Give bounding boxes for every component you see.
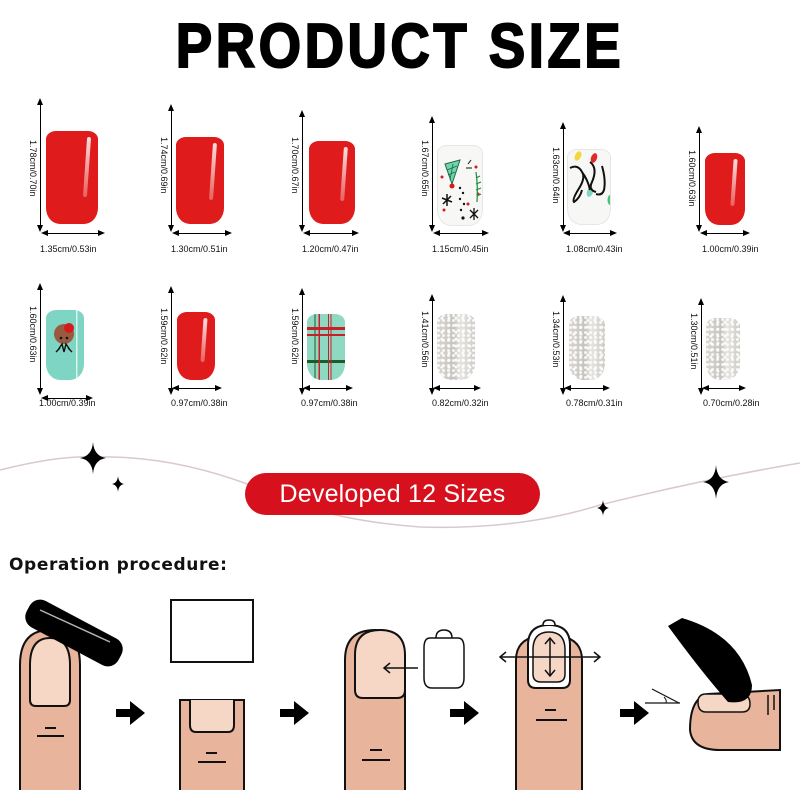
height-label: 1.70cm/0.67in [290,137,300,194]
nail-reindeer [46,310,84,380]
procedure-title: Operation procedure: [9,555,228,575]
height-label: 1.67cm/0.65in [420,140,430,197]
width-label: 1.20cm/0.47in [302,244,359,254]
height-arrow [168,104,174,232]
height-label: 1.59cm/0.62in [159,308,169,365]
width-label: 0.82cm/0.32in [432,398,489,408]
nail-red [177,312,215,380]
height-arrow [37,98,43,232]
sizes-banner: Developed 12 Sizes [245,473,540,515]
width-label: 0.97cm/0.38in [171,398,228,408]
nail-christmas-doodle [437,145,483,226]
arrow-right-icon [280,701,309,725]
height-label: 1.34cm/0.53in [551,311,561,368]
width-label: 1.15cm/0.45in [432,244,489,254]
width-arrow [563,230,617,236]
width-label: 0.97cm/0.38in [301,398,358,408]
width-arrow [433,385,481,391]
size-match-icon [344,628,465,790]
page-title: PRODUCT SIZE [175,11,625,82]
arrow-right-icon [450,701,479,725]
height-arrow [560,295,566,395]
height-label: 1.63cm/0.64in [551,147,561,204]
height-label: 1.60cm/0.63in [28,306,38,363]
width-label: 1.30cm/0.51in [171,244,228,254]
width-arrow [172,385,222,391]
width-label: 1.35cm/0.53in [40,244,97,254]
arrow-right-icon [620,701,649,725]
width-label: 1.08cm/0.43in [566,244,623,254]
nail-buffer-icon [19,599,123,790]
height-label: 1.41cm/0.56in [420,311,430,368]
align-arrows-icon [498,619,602,790]
nail-red [46,131,98,224]
height-label: 1.30cm/0.51in [689,313,699,370]
sparkle-icon [597,500,609,516]
width-arrow [41,395,93,401]
width-label: 1.00cm/0.39in [39,398,96,408]
width-arrow [433,230,489,236]
height-arrow [299,110,305,232]
height-arrow [698,298,704,395]
nail-plaid [307,314,345,380]
alcohol-pad-icon [170,599,254,790]
nail-silver-glitter [569,316,605,380]
height-arrow [696,126,702,232]
nail-silver-glitter [706,318,740,380]
height-label: 1.78cm/0.70in [28,140,38,197]
width-arrow [700,230,750,236]
nail-red [705,153,745,225]
height-arrow [560,122,566,232]
height-label: 1.59cm/0.62in [290,308,300,365]
width-label: 0.70cm/0.28in [703,398,760,408]
procedure-steps [19,599,781,790]
nail-silver-glitter [437,314,475,380]
height-arrow [429,294,435,395]
nail-red [309,141,355,224]
height-arrow [168,286,174,395]
width-arrow [702,385,746,391]
nail-string-lights [567,149,611,225]
height-arrow [299,288,305,395]
height-label: 1.60cm/0.63in [687,150,697,207]
width-arrow [172,230,232,236]
press-nail-icon [645,618,781,751]
width-arrow [41,230,105,236]
sparkle-icon [80,442,106,474]
width-arrow [564,385,610,391]
height-arrow [37,283,43,395]
width-arrow [303,385,353,391]
arrow-right-icon [116,701,145,725]
width-arrow [303,230,359,236]
width-label: 0.78cm/0.31in [566,398,623,408]
sparkle-icon [703,465,729,499]
width-label: 1.00cm/0.39in [702,244,759,254]
height-label: 1.74cm/0.69in [159,137,169,194]
nail-red [176,137,224,224]
sparkle-icon [112,476,124,492]
height-arrow [429,116,435,232]
